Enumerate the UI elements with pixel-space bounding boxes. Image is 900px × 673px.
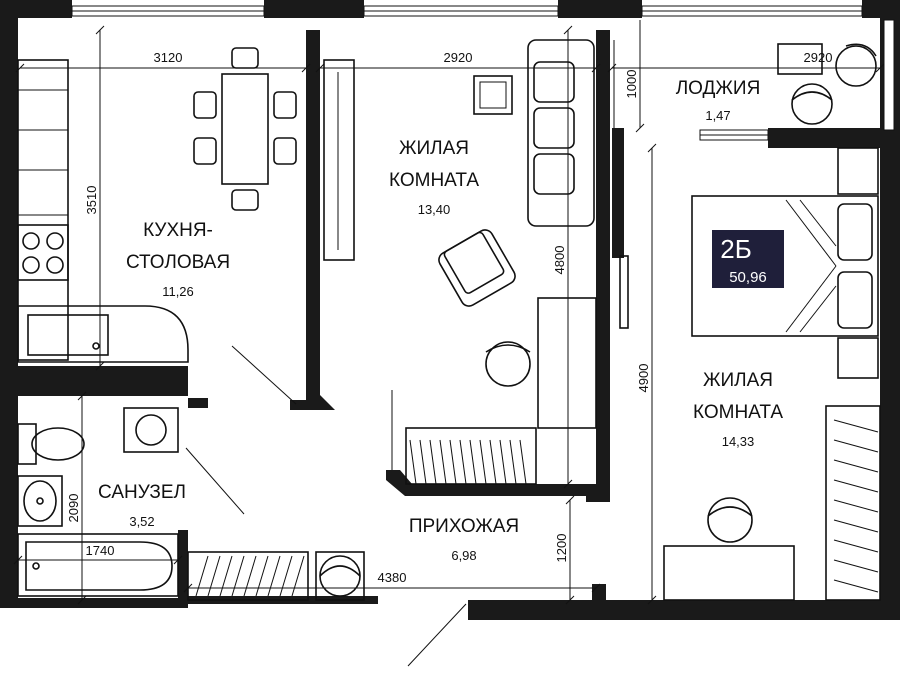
kitchen-furniture <box>17 47 297 405</box>
loggia-name: ЛОДЖИЯ <box>676 78 761 99</box>
toilet-icon <box>17 423 85 465</box>
dim-hallway-depth: 1200 <box>554 534 569 563</box>
windows <box>71 5 895 141</box>
living1-furniture <box>323 39 597 485</box>
bathroom-name: САНУЗЕЛ <box>98 482 186 503</box>
living2-name-line2: КОМНАТА <box>693 402 783 423</box>
badge-total-area: 50,96 <box>729 269 767 286</box>
apartment-badge: 2Б 50,96 <box>712 230 784 288</box>
dim-hallway-length: 4380 <box>378 570 407 585</box>
dim-kitchen-width: 3120 <box>154 50 183 65</box>
bedroom-chair-icon <box>707 497 753 543</box>
living1-area: 13,40 <box>418 202 451 217</box>
stove-icon <box>17 224 69 281</box>
bed-icon <box>691 195 879 337</box>
hallway-furniture <box>187 551 467 667</box>
dining-table-icon <box>193 47 297 211</box>
hallway-area: 6,98 <box>451 548 476 563</box>
bathtub-icon <box>17 533 179 597</box>
washing-machine-icon <box>123 407 179 453</box>
bathroom-area: 3,52 <box>129 514 154 529</box>
loggia-furniture <box>613 40 877 128</box>
basin-icon <box>17 475 63 527</box>
dim-living2-depth: 4900 <box>636 364 651 393</box>
dim-living1-width: 2920 <box>444 50 473 65</box>
hatch-lines <box>409 439 527 485</box>
kitchen-name-line1: КУХНЯ- <box>143 220 213 241</box>
living2-furniture <box>619 147 881 601</box>
loggia-chair-2-icon <box>791 83 833 125</box>
dim-loggia-width: 2920 <box>804 50 833 65</box>
living1-name-line2: КОМНАТА <box>389 170 479 191</box>
badge-code: 2Б <box>720 234 752 264</box>
kitchen-area: 11,26 <box>162 284 194 299</box>
sink-icon <box>17 305 189 363</box>
wardrobe-hatch <box>833 419 879 593</box>
dim-bathroom-depth: 2090 <box>66 494 81 523</box>
living2-name-line1: ЖИЛАЯ <box>703 370 773 391</box>
loggia-chair-icon <box>835 43 877 87</box>
dim-living1-depth: 4800 <box>552 246 567 275</box>
dimension-lines <box>13 20 885 605</box>
living1-name-line1: ЖИЛАЯ <box>399 138 469 159</box>
dim-bath-length: 1740 <box>86 543 115 558</box>
desk-chair-icon <box>485 341 531 387</box>
loggia-area: 1,47 <box>705 108 730 123</box>
dim-loggia-depth: 1000 <box>624 70 639 99</box>
kitchen-name-line2: СТОЛОВАЯ <box>126 252 230 273</box>
sofa-icon <box>527 39 595 227</box>
living2-area: 14,33 <box>722 434 755 449</box>
dim-kitchen-depth: 3510 <box>84 186 99 215</box>
walls <box>0 0 900 620</box>
hallway-name: ПРИХОЖАЯ <box>409 516 519 537</box>
hallway-chair-icon <box>319 555 361 597</box>
hallway-hatch <box>195 555 305 597</box>
armchair-icon <box>438 229 516 307</box>
bathroom-furniture <box>17 407 245 597</box>
